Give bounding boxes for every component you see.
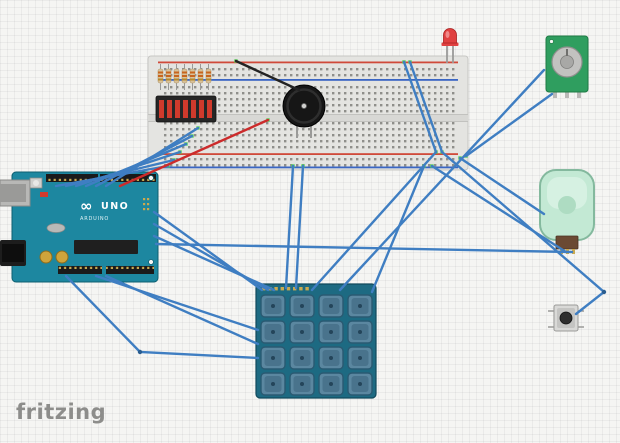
- keypad-pin[interactable]: [293, 287, 297, 291]
- wire[interactable]: [310, 150, 438, 292]
- wire[interactable]: [430, 164, 568, 254]
- keypad-key[interactable]: [260, 320, 286, 344]
- reset-button-cap: [33, 180, 39, 186]
- digital-header-pins: [100, 174, 156, 182]
- dip-switch[interactable]: [155, 95, 217, 123]
- led-dome: [443, 28, 457, 44]
- motor-component[interactable]: [539, 169, 595, 254]
- dip-segment[interactable]: [167, 100, 172, 118]
- icsp-pins: [143, 198, 150, 211]
- buzzer-center-hole: [300, 103, 307, 110]
- wire-power[interactable]: [118, 118, 270, 188]
- keypad-key[interactable]: [260, 294, 286, 318]
- dip-segment[interactable]: [183, 100, 188, 118]
- dip-segment[interactable]: [199, 100, 204, 118]
- wire[interactable]: [408, 60, 444, 154]
- signal-wires: [54, 60, 606, 360]
- power-led: [40, 192, 48, 197]
- dip-segment[interactable]: [159, 100, 164, 118]
- wire[interactable]: [104, 274, 260, 346]
- keypad-4x4[interactable]: [255, 283, 377, 399]
- power-header-pins: [58, 266, 102, 274]
- mounting-hole: [148, 259, 154, 265]
- keypad-key[interactable]: [260, 372, 286, 396]
- motor-hub: [558, 196, 576, 214]
- usb-connector-inner: [0, 184, 26, 202]
- capacitor: [55, 250, 69, 264]
- dip-segment[interactable]: [191, 100, 196, 118]
- keypad-key[interactable]: [289, 294, 315, 318]
- keypad-pin[interactable]: [286, 287, 291, 291]
- keypad-key[interactable]: [289, 372, 315, 396]
- arduino-brand-text: ARDUINO: [80, 216, 109, 222]
- keypad-key[interactable]: [260, 346, 286, 370]
- wire[interactable]: [154, 242, 574, 254]
- wire[interactable]: [370, 164, 426, 294]
- fritzing-watermark: fritzing: [16, 400, 107, 424]
- keypad-key[interactable]: [318, 320, 344, 344]
- wire[interactable]: [464, 92, 554, 158]
- keypad-key[interactable]: [347, 294, 373, 318]
- wire-ground[interactable]: [234, 59, 301, 92]
- rotary-potentiometer[interactable]: [545, 35, 589, 98]
- piezo-buzzer[interactable]: [282, 84, 326, 138]
- pushbutton-cap[interactable]: [559, 311, 573, 325]
- wire[interactable]: [458, 156, 546, 216]
- keypad-key[interactable]: [318, 372, 344, 396]
- crystal-oscillator: [46, 223, 66, 233]
- arduino-uno-board[interactable]: ∞ UNO ARDUINO: [0, 171, 159, 283]
- buzzer-ring: [286, 88, 322, 124]
- led-highlight: [445, 31, 450, 38]
- keypad-key[interactable]: [347, 320, 373, 344]
- wire[interactable]: [94, 274, 260, 332]
- keypad-pin[interactable]: [274, 287, 278, 291]
- breadboard-rail-positive-top: [158, 61, 458, 64]
- arduino-model-text: UNO: [101, 201, 129, 212]
- wire[interactable]: [294, 164, 305, 290]
- wire[interactable]: [64, 274, 260, 360]
- dip-switch-segments: [159, 100, 212, 118]
- wire-bendpoint[interactable]: [601, 289, 607, 295]
- keypad-key[interactable]: [318, 294, 344, 318]
- pot-leg: [577, 92, 581, 98]
- breadboard-rail-positive-bottom: [158, 153, 458, 155]
- digital-header-pins: [46, 174, 98, 182]
- keypad-key[interactable]: [289, 320, 315, 344]
- red-led[interactable]: [441, 28, 459, 64]
- breadboard-holes-rail-top: [162, 66, 456, 78]
- capacitor: [39, 250, 53, 264]
- keypad-key[interactable]: [289, 346, 315, 370]
- keypad-pin[interactable]: [305, 287, 309, 291]
- dip-segment[interactable]: [175, 100, 180, 118]
- breadboard-holes-bank-b: [162, 122, 456, 152]
- pushbutton[interactable]: [548, 304, 584, 332]
- arduino-pcb: [11, 171, 159, 283]
- breadboard-holes-rail-bottom: [162, 156, 456, 168]
- keypad-pin[interactable]: [299, 287, 303, 291]
- motor-body-highlight: [547, 177, 587, 209]
- motor-pin: [572, 249, 575, 254]
- pot-leg: [565, 92, 569, 98]
- arduino-logo-icon: ∞: [80, 197, 93, 215]
- breadboard-rail-negative-top: [158, 79, 458, 81]
- power-jack-inner: [2, 244, 24, 262]
- keypad-pin[interactable]: [280, 287, 284, 291]
- wire[interactable]: [284, 164, 295, 290]
- keypad-key[interactable]: [347, 346, 373, 370]
- wire[interactable]: [402, 60, 438, 154]
- pot-knob-center: [560, 55, 574, 69]
- keypad-key[interactable]: [318, 346, 344, 370]
- wire[interactable]: [104, 126, 200, 188]
- pot-leg: [553, 92, 557, 98]
- dip-segment[interactable]: [207, 100, 212, 118]
- mounting-hole: [148, 175, 154, 181]
- mcu-chip: [74, 240, 138, 254]
- pot-mounting-hole: [549, 39, 554, 44]
- wire[interactable]: [338, 68, 546, 292]
- keypad-key[interactable]: [347, 372, 373, 396]
- breadboard-rail-negative-bottom: [158, 166, 458, 169]
- wire-bendpoint[interactable]: [137, 349, 143, 355]
- analog-header-pins: [106, 266, 154, 274]
